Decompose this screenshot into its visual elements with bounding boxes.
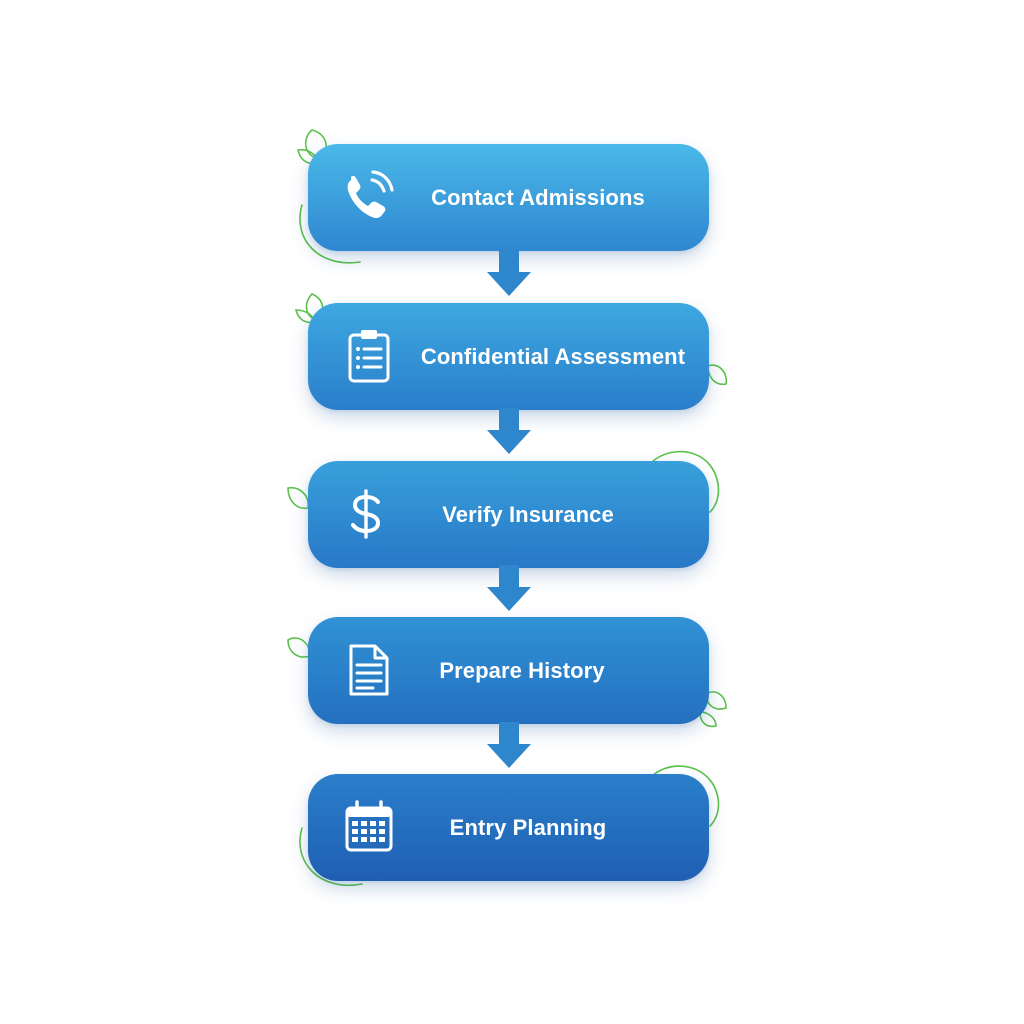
- step-entry-planning: Entry Planning: [308, 774, 709, 881]
- phone-icon: [338, 166, 400, 228]
- step-label: Prepare History: [439, 658, 605, 683]
- step-verify-insurance: Verify Insurance: [308, 461, 709, 568]
- dollar-icon: [338, 483, 400, 545]
- step-label: Confidential Assessment: [420, 344, 686, 369]
- down-arrow-1: [487, 250, 531, 296]
- step-prepare-history: Prepare History: [308, 617, 709, 724]
- step-contact-admissions: Contact Admissions: [308, 144, 709, 251]
- step-label: Contact Admissions: [431, 185, 645, 210]
- step-confidential-assessment: Confidential Assessment: [308, 303, 709, 410]
- step-label: Entry Planning: [449, 815, 607, 840]
- down-arrow-4: [487, 722, 531, 768]
- calendar-icon: [338, 796, 400, 858]
- clipboard-icon: [338, 325, 400, 387]
- down-arrow-3: [487, 565, 531, 611]
- document-icon: [338, 639, 400, 701]
- down-arrow-2: [487, 408, 531, 454]
- step-label: Verify Insurance: [442, 502, 614, 527]
